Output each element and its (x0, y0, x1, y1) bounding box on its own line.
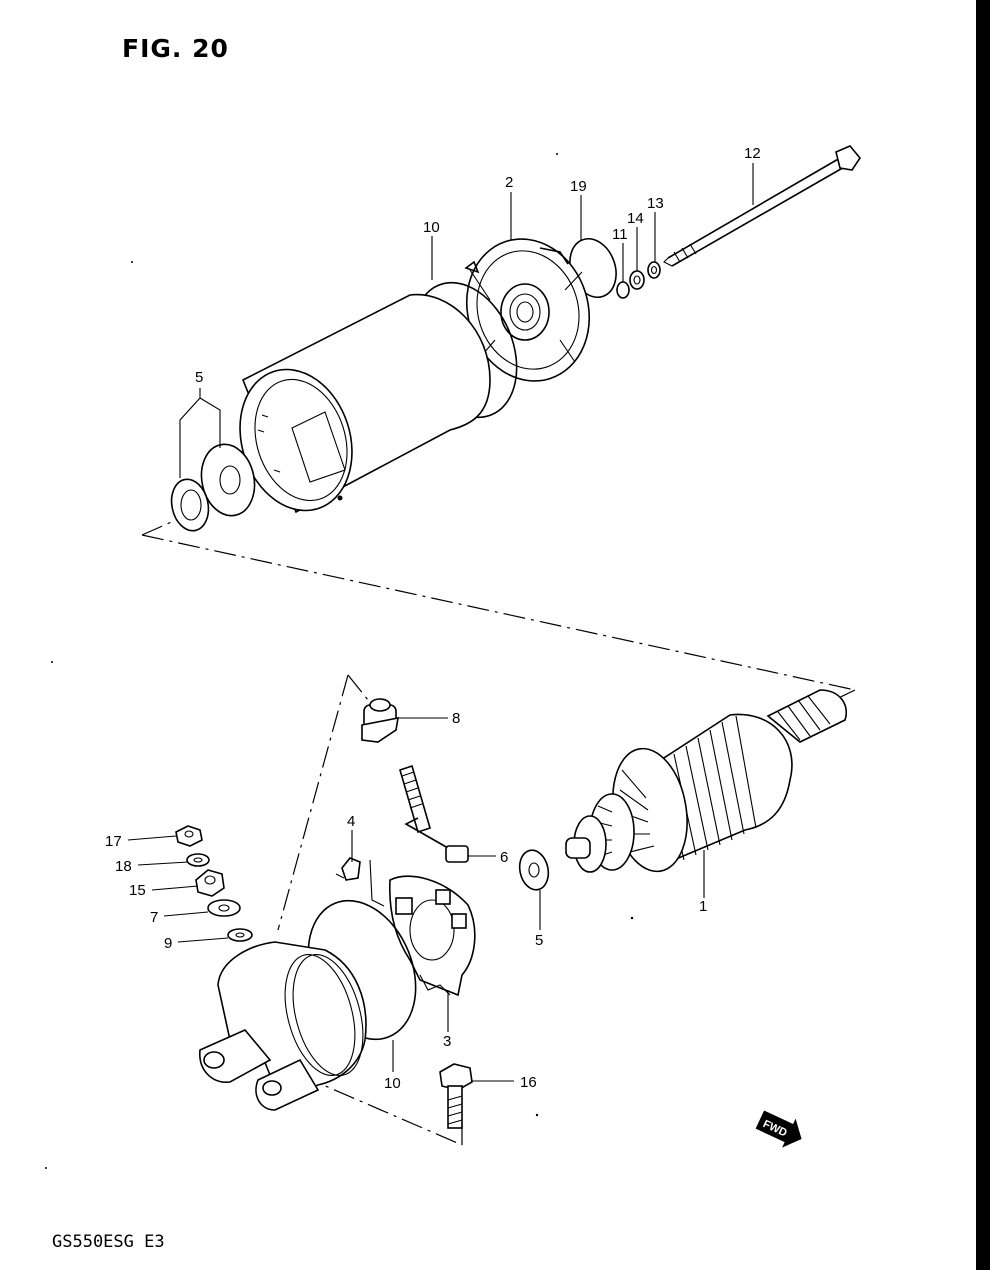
rear-cover[interactable] (199, 941, 375, 1111)
callout-2: 2 (505, 174, 513, 191)
brush-insulator[interactable] (361, 698, 399, 743)
callout-1: 1 (699, 898, 707, 915)
fwd-arrow-icon: FWD (755, 1110, 802, 1148)
brush-spring[interactable] (335, 857, 385, 907)
scan-specks (45, 153, 634, 1169)
bolt-16[interactable] (439, 1063, 473, 1129)
callout-19: 19 (570, 178, 587, 195)
page-edge-bar (976, 0, 990, 1270)
callout-8: 8 (452, 710, 460, 727)
callout-12: 12 (744, 145, 761, 162)
armature[interactable] (565, 689, 847, 877)
callout-labels: 12 2 19 13 14 11 10 5 8 6 4 1 5 3 10 16 … (105, 145, 761, 1092)
washer-11[interactable] (616, 281, 630, 299)
callout-10-lower: 10 (384, 1075, 401, 1092)
nut-17[interactable] (175, 825, 203, 847)
thrust-washer-5-lower[interactable] (516, 848, 552, 893)
callout-6: 6 (500, 849, 508, 866)
callout-17: 17 (105, 833, 122, 850)
leader-lines (127, 163, 754, 1082)
brush-holder[interactable] (389, 875, 476, 997)
callout-9: 9 (164, 935, 172, 952)
washer-14[interactable] (629, 270, 645, 290)
through-bolt[interactable] (663, 145, 861, 267)
model-code: GS550ESG E3 (52, 1232, 165, 1252)
callout-11: 11 (612, 226, 628, 243)
adjacent-page-edge (990, 0, 1000, 1270)
callout-18: 18 (115, 858, 132, 875)
callout-14: 14 (627, 210, 644, 227)
figure-title: FIG. 20 (122, 34, 229, 63)
callout-15: 15 (129, 882, 146, 899)
brush-terminal-6[interactable] (399, 764, 469, 863)
yoke-housing[interactable] (222, 293, 491, 526)
callout-3: 3 (443, 1033, 451, 1050)
callout-4: 4 (347, 813, 355, 830)
callout-5-lower: 5 (535, 932, 543, 949)
washer-18[interactable] (186, 853, 210, 867)
callout-5-upper: 5 (195, 369, 203, 386)
washer-9[interactable] (227, 928, 253, 942)
washer-13[interactable] (647, 261, 661, 279)
thrust-washer-5-upper[interactable] (167, 439, 261, 534)
washer-7[interactable] (207, 899, 241, 917)
front-housing[interactable] (449, 223, 608, 397)
callout-7: 7 (150, 909, 158, 926)
callout-16: 16 (520, 1074, 537, 1091)
callout-13: 13 (647, 195, 664, 212)
callout-10-upper: 10 (423, 219, 440, 236)
nut-15[interactable] (195, 869, 225, 897)
